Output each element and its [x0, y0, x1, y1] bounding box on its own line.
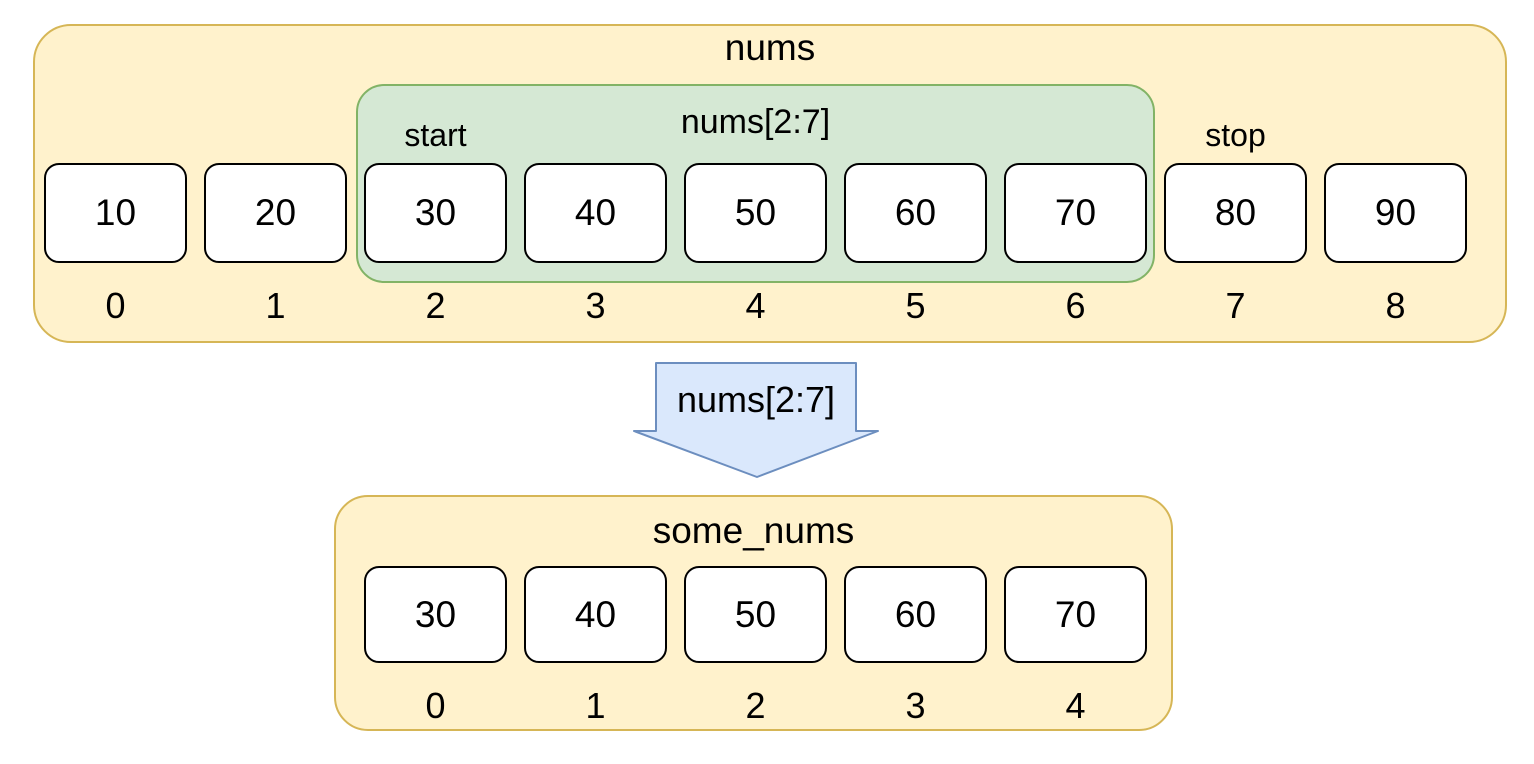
array-cell: 70	[1004, 566, 1147, 663]
array-cell: 30	[364, 566, 507, 663]
index-label: 2	[745, 685, 766, 726]
index-label: 0	[105, 285, 126, 326]
array-cell: 10	[44, 163, 187, 263]
array-cell: 60	[844, 566, 987, 663]
index-label: 1	[585, 685, 606, 726]
index-label: 1	[265, 285, 286, 326]
array-cell: 60	[844, 163, 987, 263]
arrow-label: nums[2:7]	[676, 379, 836, 420]
index-label: 6	[1065, 285, 1086, 326]
index-label: 0	[425, 685, 446, 726]
array-cell: 40	[524, 163, 667, 263]
index-label: 3	[905, 685, 926, 726]
index-label: 8	[1385, 285, 1406, 326]
stop-label: stop	[1205, 117, 1266, 153]
down-arrow-icon	[633, 362, 879, 478]
array-cell: 30	[364, 163, 507, 263]
array-cell: 80	[1164, 163, 1307, 263]
index-label: 7	[1225, 285, 1246, 326]
array-cell: 70	[1004, 163, 1147, 263]
start-label: start	[404, 117, 467, 153]
index-label: 4	[745, 285, 766, 326]
index-label: 4	[1065, 685, 1086, 726]
array-cell: 50	[684, 566, 827, 663]
array-cell: 50	[684, 163, 827, 263]
index-label: 5	[905, 285, 926, 326]
index-label: 3	[585, 285, 606, 326]
slice-label: nums[2:7]	[680, 103, 831, 141]
array-cell: 90	[1324, 163, 1467, 263]
some-nums-title: some_nums	[652, 510, 855, 551]
array-cell: 40	[524, 566, 667, 663]
index-label: 2	[425, 285, 446, 326]
nums-title: nums	[724, 27, 816, 68]
array-cell: 20	[204, 163, 347, 263]
